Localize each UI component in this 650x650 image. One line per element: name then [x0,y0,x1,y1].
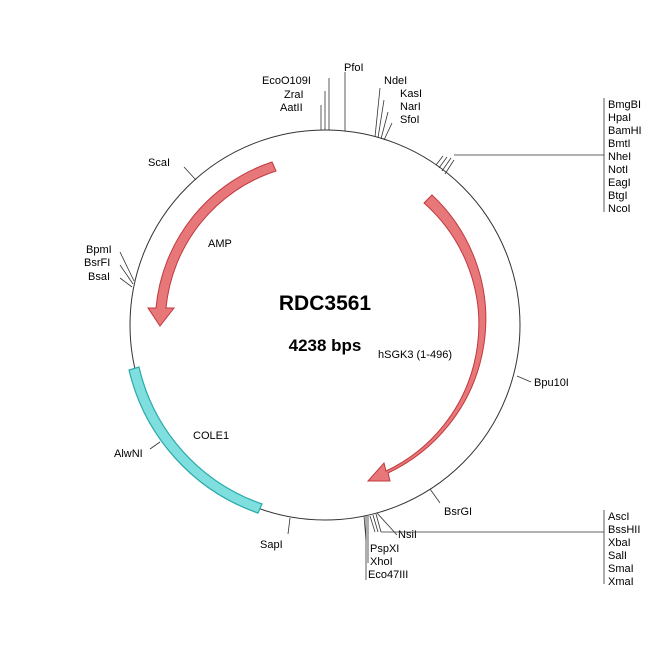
site-ecoo109i: EcoO109I [262,75,311,87]
site-nsii: NsiI [398,529,417,541]
feature-amp-arrow [147,161,277,327]
site-bsai: BsaI [88,271,110,283]
site-pspxi: PspXI [370,543,399,555]
plasmid-size: 4238 bps [289,336,362,355]
site-ndei: NdeI [384,75,407,87]
site-xmai: XmaI [608,576,634,588]
site-bpmi: BpmI [86,244,112,256]
site-pfoi: PfoI [344,62,364,74]
site-hpai: HpaI [608,112,631,124]
feature-cole1-box [128,366,263,514]
site-bsshii: BssHII [608,524,640,536]
feature-hsgk3-arrow [366,194,487,482]
feature-label-cole1: COLE1 [193,430,229,442]
site-bpu10i: Bpu10I [534,377,569,389]
site-eagi: EagI [608,177,631,189]
plasmid-name: RDC3561 [279,292,372,315]
site-xbai: XbaI [608,537,631,549]
site-sali: SalI [608,550,627,562]
site-smai: SmaI [608,563,634,575]
site-nari: NarI [400,101,421,113]
site-ncoi: NcoI [608,203,631,215]
site-eco47iii: Eco47III [368,569,408,581]
feature-label-hsgk3: hSGK3 (1-496) [378,349,452,361]
site-sfoi: SfoI [400,114,420,126]
site-bmti: BmtI [608,138,631,150]
site-zrai: ZraI [284,89,304,101]
site-sapi: SapI [260,539,283,551]
site-kasi: KasI [400,88,422,100]
site-btgi: BtgI [608,190,628,202]
site-asci: AscI [608,511,629,523]
site-bmgbi: BmgBI [608,99,641,111]
site-xhoi: XhoI [370,556,393,568]
site-nhei: NheI [608,151,631,163]
site-scai: ScaI [148,157,170,169]
site-alwni: AlwNI [114,448,143,460]
feature-label-amp: AMP [208,238,232,250]
site-noti: NotI [608,164,628,176]
site-bsrgi: BsrGI [444,506,472,518]
site-bamhi: BamHI [608,125,642,137]
site-bsrfi: BsrFI [84,257,110,269]
site-aatii: AatII [280,102,303,114]
